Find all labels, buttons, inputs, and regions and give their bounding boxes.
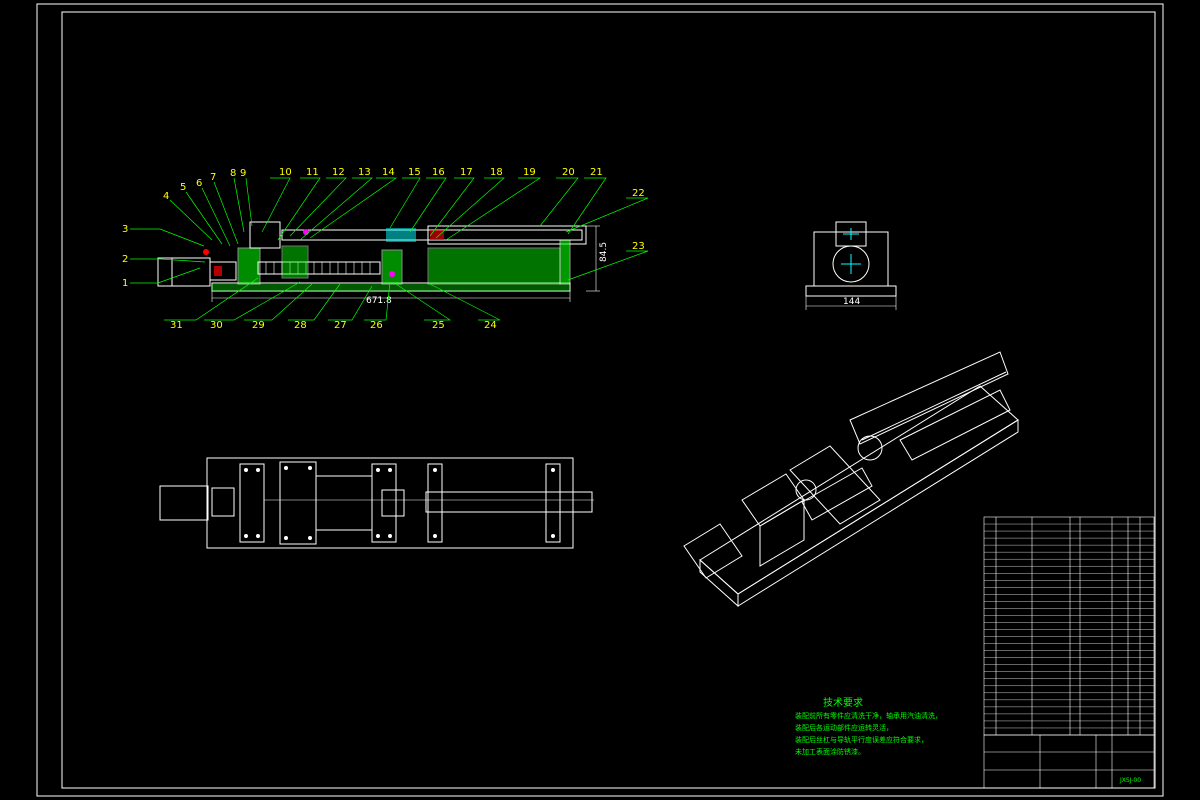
cylinder-barrel	[427, 225, 587, 245]
callout-14: 14	[382, 167, 395, 178]
dim-width-label: 144	[843, 297, 860, 307]
callout-20: 20	[562, 167, 575, 178]
callout-10: 10	[279, 167, 292, 178]
callout-17: 17	[460, 167, 473, 178]
callout-22: 22	[632, 188, 645, 199]
dim-height-label: 84.5	[599, 242, 609, 262]
isometric-view	[683, 351, 1019, 608]
leader-lines	[130, 177, 649, 321]
bom-table	[983, 516, 1155, 736]
callout-21: 21	[590, 167, 603, 178]
technical-notes: 技术要求 装配前所有零件应清洗干净，轴承用汽油清洗， 装配后各运动部件应运转灵活…	[795, 696, 942, 756]
callout-6: 6	[196, 178, 202, 189]
notes-line-1: 装配前所有零件应清洗干净，轴承用汽油清洗，	[795, 711, 942, 720]
notes-line-4: 未加工表面涂防锈漆。	[795, 747, 865, 756]
callout-3: 3	[122, 224, 128, 235]
title-block	[983, 734, 1155, 789]
callout-31: 31	[170, 320, 183, 331]
dim-length-label: 671.8	[366, 296, 392, 306]
callout-27: 27	[334, 320, 347, 331]
callout-15: 15	[408, 167, 421, 178]
callout-7: 7	[210, 172, 216, 183]
callout-16: 16	[432, 167, 445, 178]
plan-cylinder-rod	[425, 491, 593, 513]
notes-line-2: 装配后各运动部件应运转灵活，	[795, 723, 893, 732]
callouts-top: 1 2 3 4 5 6 7 8 9 10 11 12 13 14 15 16 1…	[122, 167, 645, 289]
upper-carriage	[249, 221, 281, 249]
callout-25: 25	[432, 320, 445, 331]
motor-body	[157, 257, 211, 287]
lead-screw	[257, 261, 381, 275]
slider-block	[281, 245, 309, 279]
callout-4: 4	[163, 191, 169, 202]
callout-18: 18	[490, 167, 503, 178]
right-support	[427, 247, 561, 285]
callout-12: 12	[332, 167, 345, 178]
callout-13: 13	[358, 167, 371, 178]
callout-19: 19	[523, 167, 536, 178]
callout-5: 5	[180, 182, 186, 193]
plan-motor	[159, 485, 209, 521]
side-view	[805, 221, 897, 310]
title-block-code: JXSJ-00	[1119, 777, 1141, 784]
callout-23: 23	[632, 241, 645, 252]
plan-view	[159, 457, 594, 549]
callouts-bottom: 31 30 29 28 27 26 25 24	[170, 320, 497, 331]
coupling	[209, 261, 237, 281]
notes-line-3: 装配后丝杠与导轨平行度误差应符合要求，	[795, 735, 928, 744]
callout-11: 11	[306, 167, 319, 178]
front-view: 671.8 84.5	[157, 221, 609, 306]
callout-28: 28	[294, 320, 307, 331]
callout-30: 30	[210, 320, 223, 331]
sheet-outer-border	[36, 3, 1164, 797]
notes-title: 技术要求	[823, 696, 863, 709]
callout-9: 9	[240, 168, 246, 179]
callout-1: 1	[122, 278, 128, 289]
callout-2: 2	[122, 254, 128, 265]
bom-rows	[984, 523, 1154, 729]
plan-base-plate	[206, 457, 574, 549]
callout-24: 24	[484, 320, 497, 331]
sheet-inner-border	[61, 11, 1156, 789]
callout-8: 8	[230, 168, 236, 179]
callout-29: 29	[252, 320, 265, 331]
callout-26: 26	[370, 320, 383, 331]
